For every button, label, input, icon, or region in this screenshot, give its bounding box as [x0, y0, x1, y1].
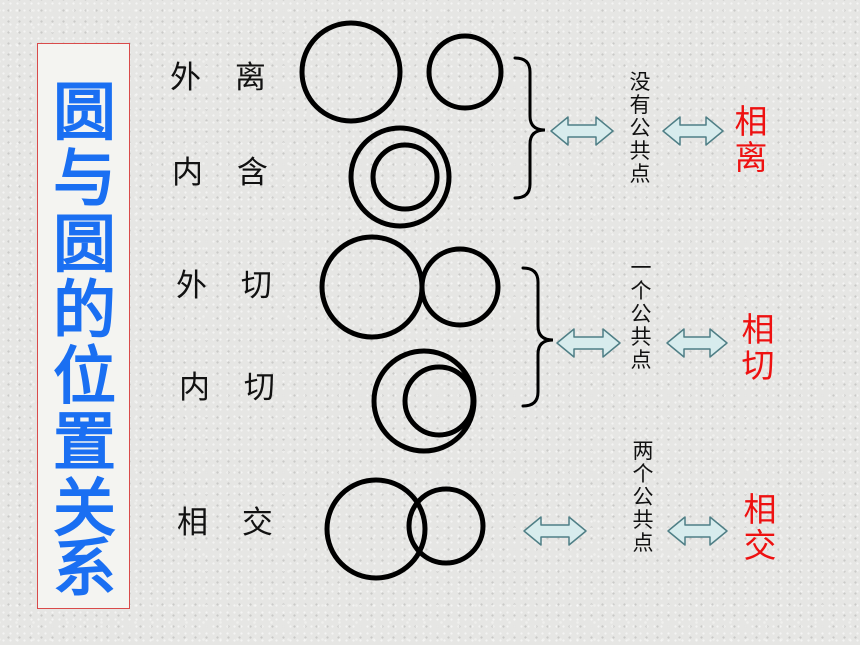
label-wai-li: 外 离	[170, 60, 278, 96]
double-arrow-1	[550, 116, 614, 146]
circle-wai-li-left	[299, 20, 403, 124]
text-one-common-point: 一 个 公 共 点	[630, 256, 652, 372]
circle-wai-qie-right	[419, 246, 501, 328]
title-char: 圆	[53, 208, 116, 281]
result-xiang-qie: 相 切	[741, 310, 775, 385]
circle-nei-han-outer	[348, 125, 452, 229]
title-char: 位	[53, 340, 116, 413]
title-char: 关	[53, 472, 116, 545]
text-no-common-point: 没 有 公 共 点	[629, 70, 651, 186]
double-arrow-5	[523, 516, 587, 546]
title-char: 的	[53, 274, 116, 347]
brace-middle	[521, 266, 554, 408]
title-char: 与	[53, 142, 116, 215]
double-arrow-3	[556, 328, 621, 358]
label-nei-qie: 内 切	[179, 370, 287, 406]
double-arrow-6	[667, 516, 728, 546]
circle-wai-qie-left	[319, 234, 425, 340]
result-xiang-li: 相 离	[734, 102, 768, 177]
title-char: 圆	[53, 76, 116, 149]
label-nei-han: 内 含	[172, 155, 280, 191]
circle-nei-qie-inner	[402, 364, 476, 438]
circle-nei-han-inner	[370, 142, 440, 212]
double-arrow-2	[662, 116, 724, 146]
title-box: 圆 与 圆 的 位 置 关 系	[37, 43, 130, 609]
title-char: 系	[53, 532, 116, 605]
double-arrow-4	[666, 328, 728, 358]
text-two-common-points: 两 个 公 共 点	[632, 439, 654, 555]
result-xiang-jiao: 相 交	[743, 490, 777, 565]
brace-top	[513, 56, 546, 200]
title-char: 置	[53, 406, 116, 479]
label-wai-qie: 外 切	[176, 268, 284, 304]
circle-xiang-jiao-left	[324, 477, 428, 581]
circle-nei-qie-outer	[371, 348, 477, 454]
circle-wai-li-right	[426, 33, 504, 111]
circle-xiang-jiao-right	[406, 486, 486, 566]
label-xiang-jiao: 相 交	[177, 505, 285, 541]
